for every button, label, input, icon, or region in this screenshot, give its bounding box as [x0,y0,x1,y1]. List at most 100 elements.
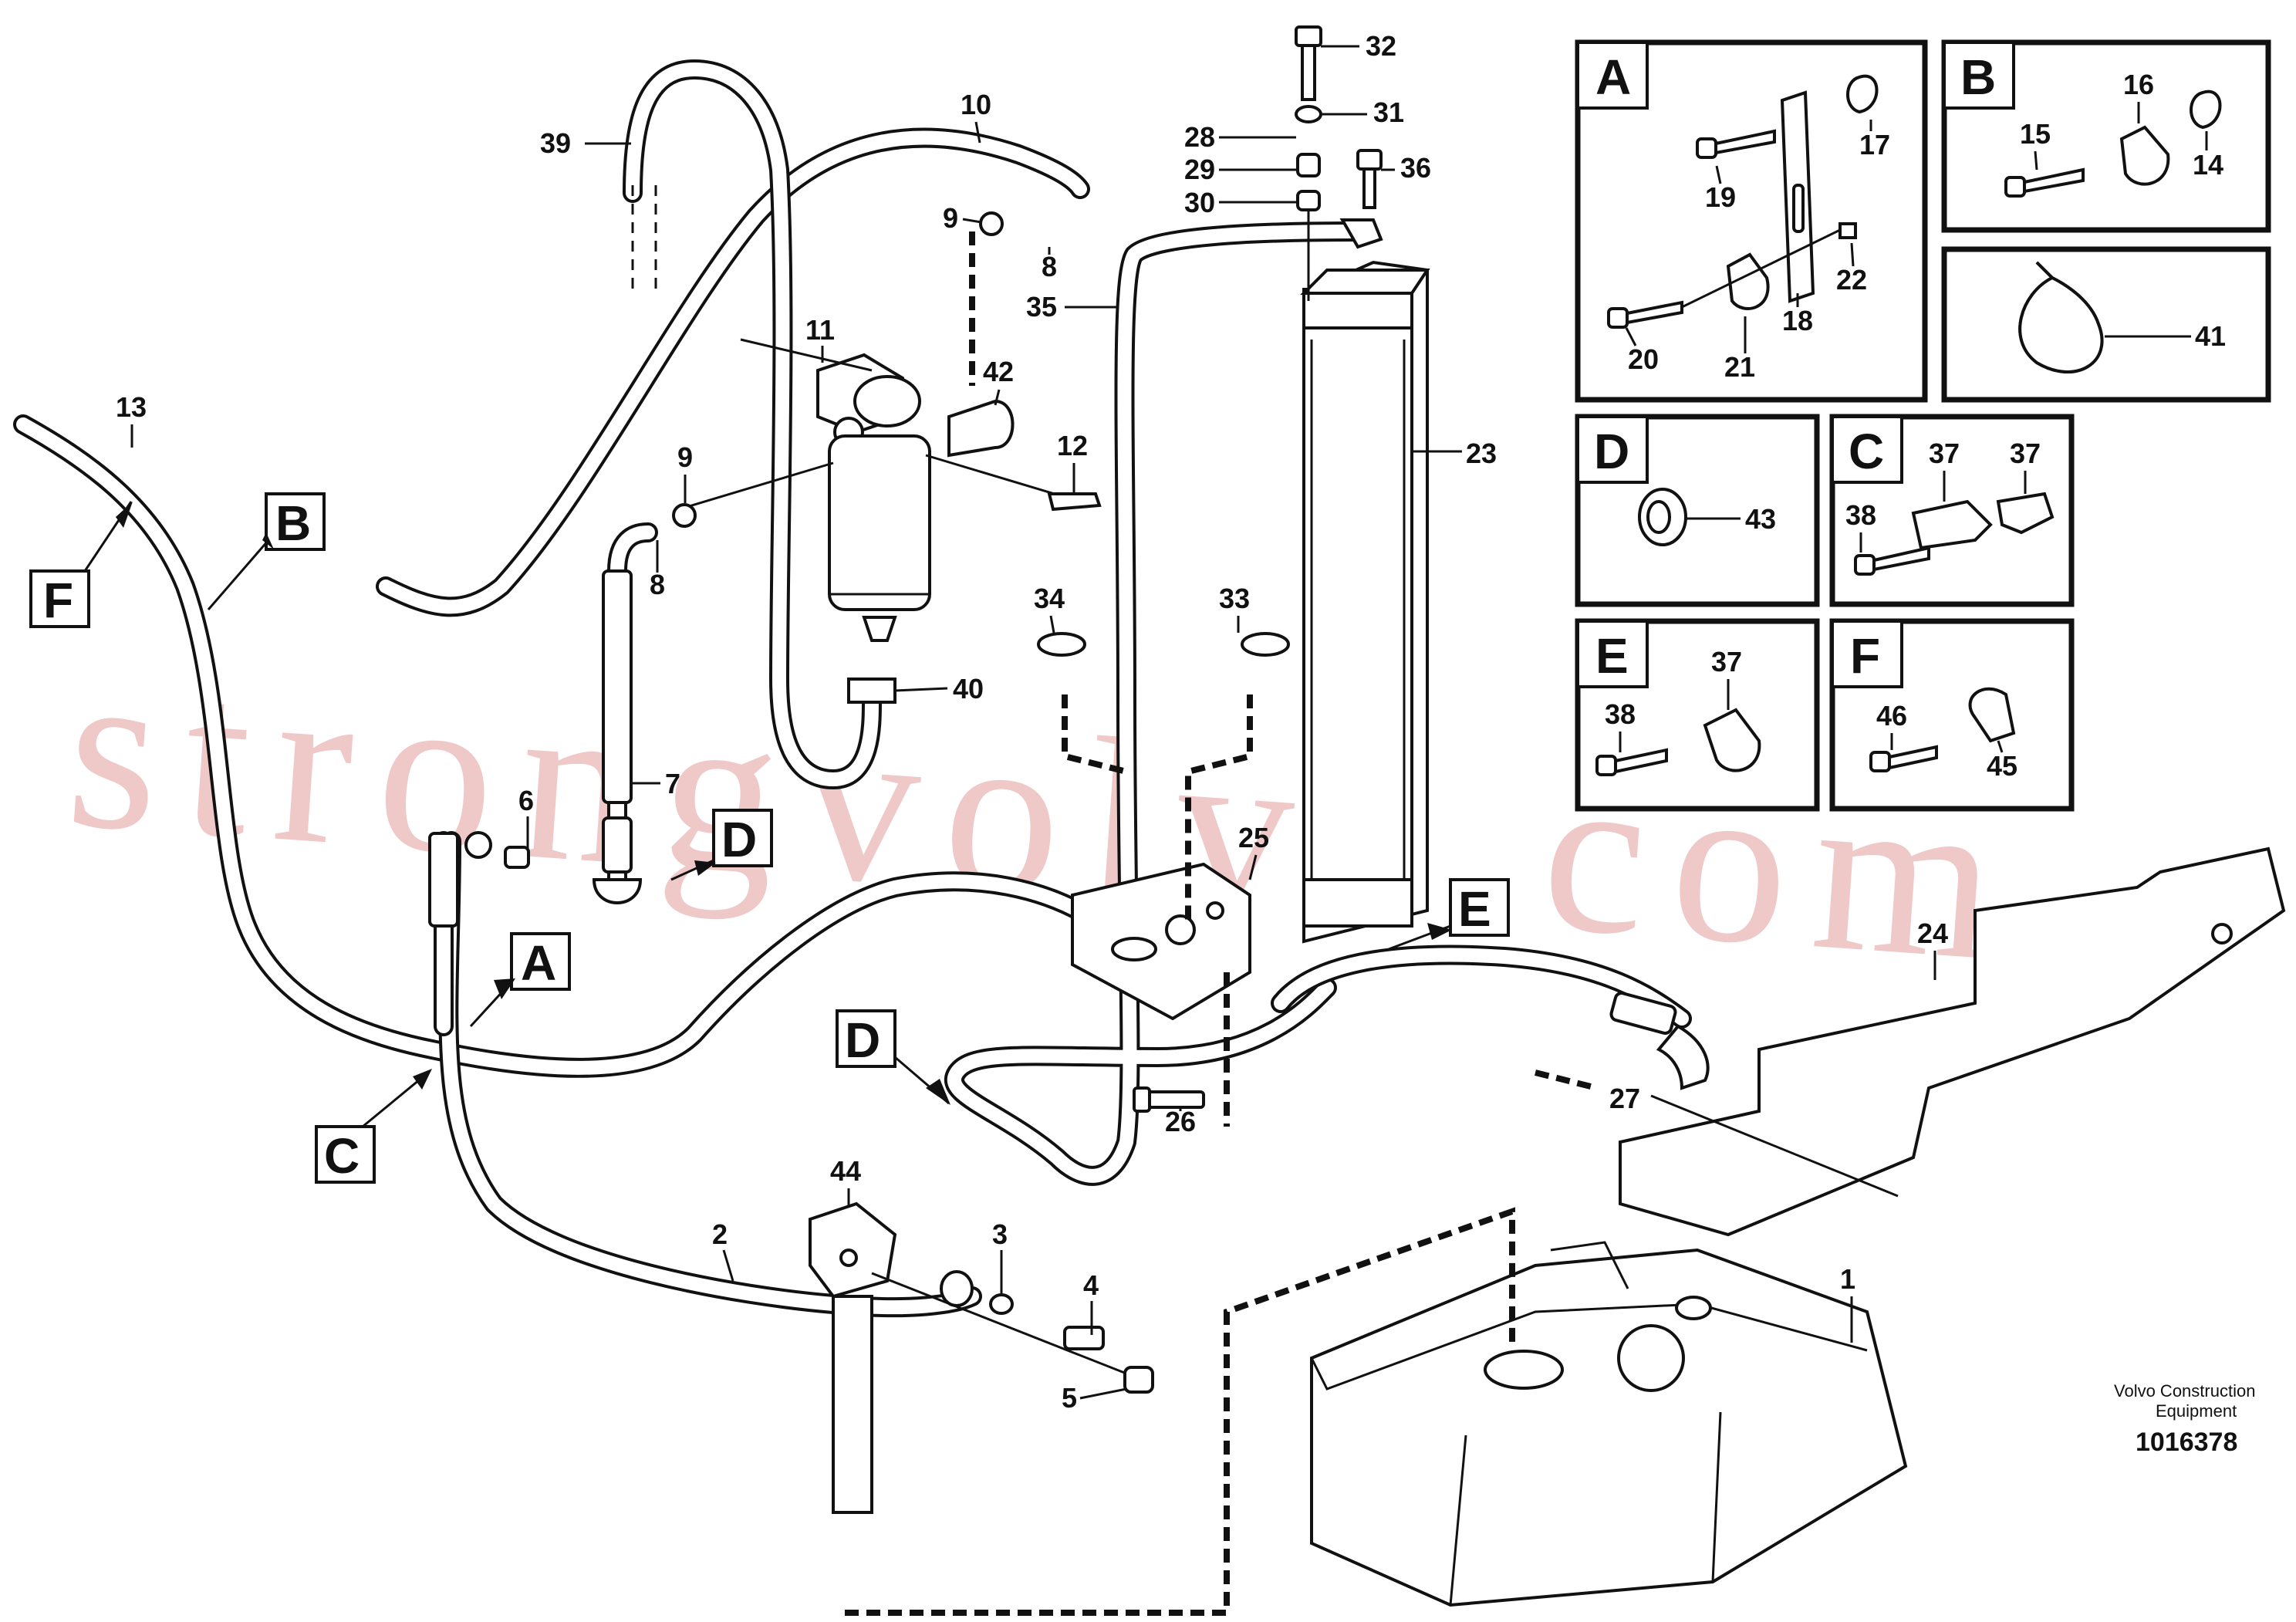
svg-text:16: 16 [2123,69,2154,100]
svg-text:37: 37 [2010,438,2041,469]
callout-36: 36 [1381,152,1431,184]
svg-text:44: 44 [830,1155,861,1187]
svg-text:A: A [1595,49,1631,105]
detail-view-D: D 43 [1575,414,1820,607]
detail-view-B: B 16 15 14 [1941,39,2271,233]
callout-2: 2 [712,1218,734,1282]
fuel-filter [678,231,1102,704]
svg-text:37: 37 [1929,438,1960,469]
label-box-B: B [207,492,326,610]
svg-text:9: 9 [677,441,693,473]
svg-text:42: 42 [983,356,1014,387]
callout-12: 12 [1057,430,1088,494]
callout-40: 40 [894,673,984,705]
callout-34: 34 [1034,583,1065,634]
svg-text:23: 23 [1466,438,1497,469]
svg-text:22: 22 [1836,264,1867,296]
callout-27: 27 [1535,1070,1640,1114]
callout-13: 13 [116,391,147,448]
svg-text:33: 33 [1219,583,1250,614]
label-A-text: A [521,935,556,991]
callout-25: 25 [1238,822,1269,880]
svg-text:5: 5 [1062,1382,1077,1414]
callout-31: 31 [1321,96,1404,128]
label-D-mid-text: D [845,1012,880,1068]
svg-text:D: D [1594,424,1629,479]
callout-30: 30 [1184,187,1296,218]
svg-text:C: C [1849,424,1884,479]
svg-text:37: 37 [1711,646,1742,678]
svg-text:24: 24 [1917,917,1948,949]
callout-32: 32 [1321,30,1396,62]
svg-text:30: 30 [1184,187,1215,218]
svg-text:10: 10 [961,89,991,120]
callout-39: 39 [540,127,631,159]
callout-3: 3 [992,1218,1008,1296]
svg-text:43: 43 [1745,503,1776,535]
document-number: 1016378 [2136,1428,2237,1457]
hose-10 [376,127,1090,617]
credit-line-2: Equipment [2156,1401,2237,1421]
svg-text:20: 20 [1628,343,1659,375]
svg-text:4: 4 [1083,1269,1099,1301]
svg-text:29: 29 [1184,154,1215,185]
credit-line-1: Volvo Construction [2114,1381,2255,1401]
svg-text:6: 6 [518,785,534,816]
detail-view-cable-tie: 41 [1941,246,2271,403]
hose-35 [944,221,1368,1186]
detail-view-C: C 37 37 38 [1829,414,2075,607]
hose-13 [13,414,1113,1078]
svg-text:46: 46 [1876,700,1907,732]
detail-view-F: F 46 45 [1829,618,2075,812]
svg-text:39: 39 [540,127,571,159]
svg-text:3: 3 [992,1218,1008,1250]
label-box-C: C [315,1069,432,1184]
svg-text:27: 27 [1609,1083,1640,1114]
svg-text:31: 31 [1373,96,1404,128]
callout-26: 26 [1165,1106,1196,1137]
bolt-stack [1037,25,1383,1113]
hose-6-fitting [428,831,530,1036]
svg-text:B: B [1960,49,1996,105]
plate-24 [1619,846,2286,1237]
svg-text:12: 12 [1057,430,1088,461]
hose-27 [1271,944,1710,1090]
svg-text:8: 8 [1042,251,1057,282]
label-B-text: B [275,495,311,551]
svg-text:34: 34 [1034,583,1065,614]
callout-24: 24 [1917,917,1948,980]
callout-1: 1 [1840,1263,1855,1343]
svg-text:38: 38 [1845,499,1876,531]
svg-text:41: 41 [2195,320,2226,352]
callout-23: 23 [1412,438,1497,469]
svg-text:14: 14 [2193,149,2223,181]
fuel-tank [845,1207,1908,1616]
callout-4: 4 [1083,1269,1099,1335]
svg-text:45: 45 [1987,750,2017,782]
svg-text:28: 28 [1184,121,1215,153]
svg-text:13: 13 [116,391,147,423]
svg-text:E: E [1595,628,1629,684]
callout-33: 33 [1219,583,1250,633]
callout-35: 35 [1026,291,1117,323]
callout-10: 10 [961,89,991,144]
svg-text:9: 9 [943,202,958,234]
hose-7 [592,522,658,904]
svg-text:19: 19 [1705,181,1736,213]
callout-11: 11 [805,314,835,363]
svg-text:8: 8 [650,569,665,600]
callout-6: 6 [518,785,534,849]
callout-5: 5 [1062,1382,1127,1414]
label-box-E: E [1388,878,1510,951]
label-box-D-mid: D [836,1009,950,1105]
callout-29: 29 [1184,154,1296,185]
svg-text:1: 1 [1840,1263,1855,1295]
svg-text:35: 35 [1026,291,1057,323]
svg-text:15: 15 [2020,118,2051,150]
svg-text:18: 18 [1782,305,1813,336]
bracket-25 [1062,694,1253,1127]
detail-view-E: E 37 38 [1575,618,1820,812]
detail-view-A: A 17 19 22 18 20 21 [1575,39,1928,403]
callout-7: 7 [633,768,680,799]
